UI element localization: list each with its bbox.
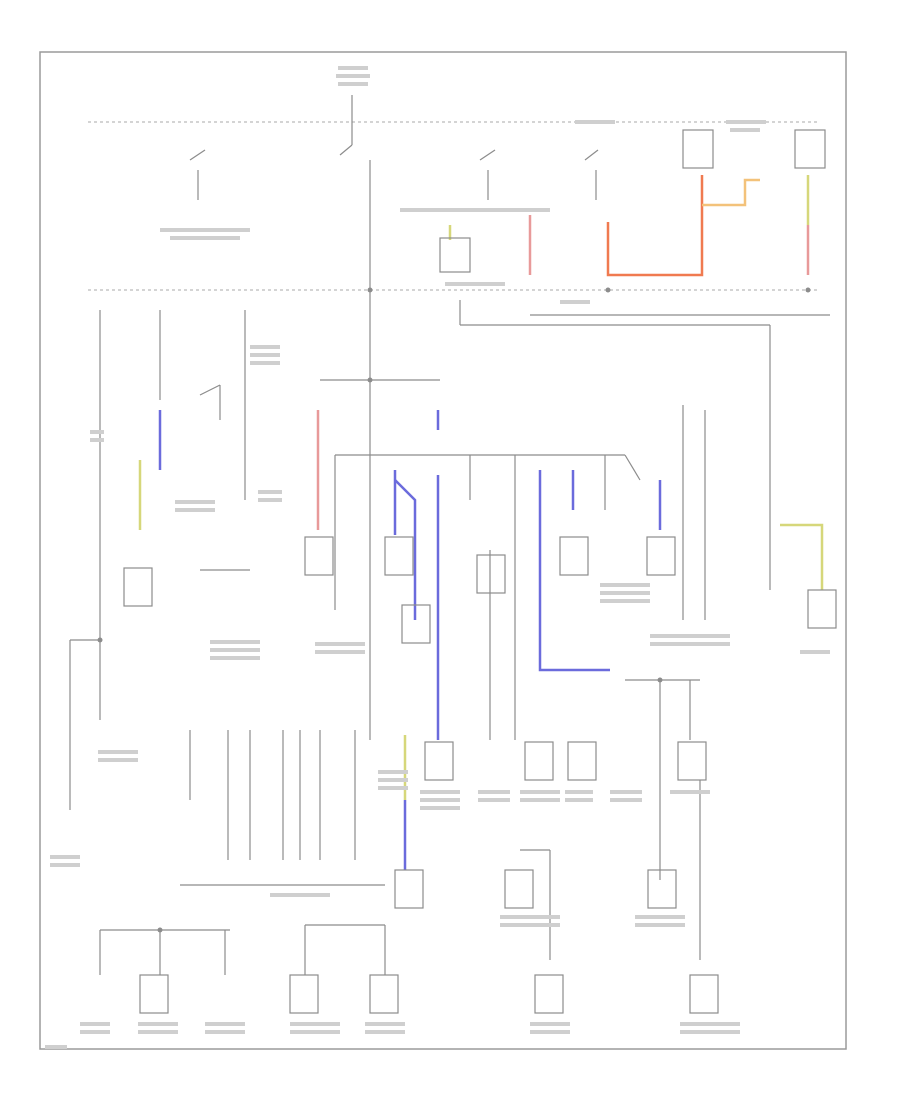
illegible-labels bbox=[45, 66, 830, 1049]
connector-dots bbox=[97, 287, 811, 933]
central-bus bbox=[200, 379, 706, 960]
hot-bus-lines bbox=[88, 121, 820, 291]
colored-wires-top bbox=[448, 175, 810, 277]
top-components bbox=[439, 129, 826, 273]
diagram-frame bbox=[39, 51, 847, 1050]
component-boxes bbox=[123, 536, 837, 1014]
fuse-rail-left bbox=[69, 300, 830, 810]
ignition-switch-top bbox=[189, 95, 599, 740]
switch-group-lower bbox=[99, 730, 386, 975]
colored-wires-mid bbox=[138, 410, 824, 870]
